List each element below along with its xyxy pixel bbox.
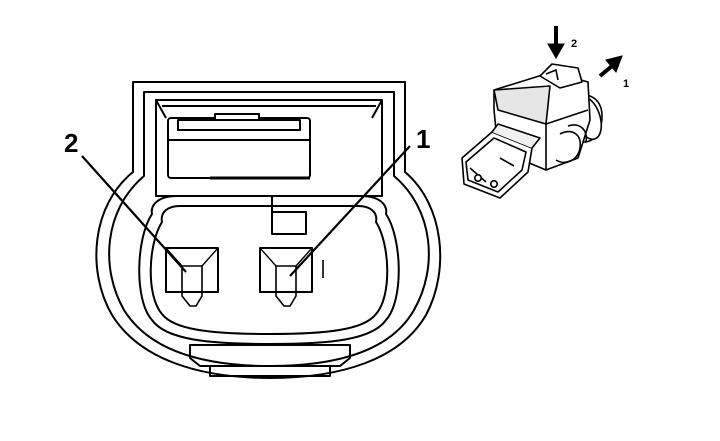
arrow-diagonal (598, 55, 623, 78)
latch-frame-bevel-left (155, 99, 167, 119)
bottom-clip (189, 344, 351, 367)
arrow-label-2: 2 (571, 38, 577, 50)
leader-line-pin-2 (81, 155, 187, 273)
pin-label-1: 1 (416, 124, 430, 154)
terminal-cavity-pin-1 (259, 247, 313, 307)
arrow-label-1: 1 (623, 78, 629, 90)
iso-latch (539, 63, 583, 89)
mating-face-outer (138, 195, 400, 345)
latch-tab (214, 113, 260, 121)
latch-top (177, 119, 301, 131)
terminal-cavity-pin-2 (165, 247, 219, 307)
key-notch (271, 211, 307, 235)
bottom-clip-lip (209, 366, 331, 377)
latch-body (167, 117, 311, 179)
pin-label-2: 2 (64, 128, 78, 158)
arrow-down (547, 26, 565, 60)
latch-frame (155, 99, 383, 197)
connector-iso-view (461, 63, 603, 199)
leader-line-pin-1 (289, 145, 411, 277)
connector-front-view (81, 81, 442, 379)
latch-frame-bevel-right (371, 99, 383, 119)
housing-outer (95, 81, 442, 379)
mating-face-inner (149, 205, 389, 335)
